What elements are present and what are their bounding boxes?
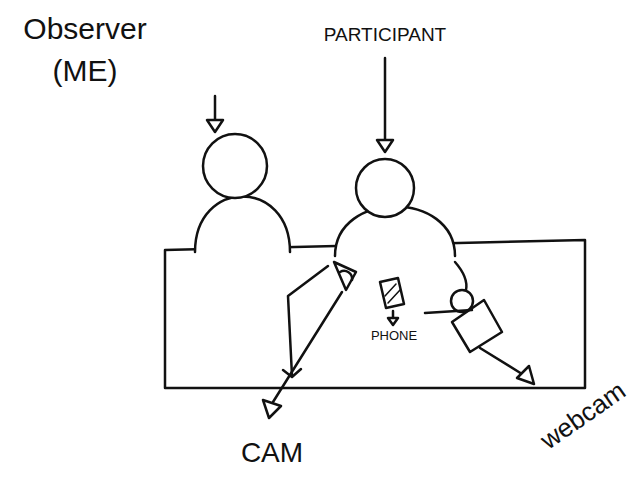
phone-hatch: [385, 284, 400, 303]
arrow-head: [263, 400, 281, 418]
camera-symbol: [334, 262, 356, 290]
phone-symbol: [380, 278, 404, 308]
webcam-label: webcam: [533, 374, 633, 457]
webcam-stand: [455, 262, 466, 290]
camera-lens: [340, 271, 352, 280]
arrow-head: [517, 366, 534, 384]
observer-shoulders: [195, 197, 290, 253]
arrow-head: [388, 318, 398, 325]
label-slot: CAM: [222, 436, 322, 470]
participant-head: [356, 159, 414, 217]
laptop-screen: [452, 300, 502, 352]
arrow-head: [207, 120, 223, 132]
label-slot: PHONE: [358, 328, 430, 344]
arrow-head: [377, 140, 393, 152]
camera-view-line: [288, 266, 328, 376]
observer-head: [203, 134, 267, 198]
observer-pointer: [214, 96, 217, 120]
label-slot: webcam: [533, 374, 633, 457]
phone-label: PHONE: [358, 328, 430, 344]
table-outline: [165, 240, 585, 388]
label-slot: Observer (ME): [5, 8, 165, 92]
label-slot: PARTICIPANT: [300, 24, 470, 47]
observer-label: Observer (ME): [5, 8, 165, 92]
participant-pointer: [384, 58, 387, 140]
webcam-pointer: [480, 348, 522, 374]
camera-pointer: [273, 292, 342, 402]
cam-label: CAM: [222, 436, 322, 470]
participant-label: PARTICIPANT: [300, 24, 470, 47]
